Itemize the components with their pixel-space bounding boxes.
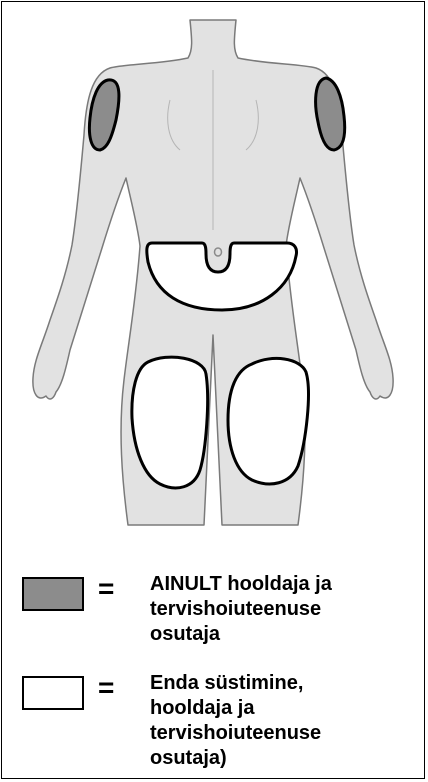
self-and-caregiver-swatch bbox=[22, 676, 84, 710]
legend-caregiver-only: = AINULT hooldaja ja tervishoiuteenuse o… bbox=[0, 560, 428, 650]
caregiver-only-swatch bbox=[22, 577, 84, 611]
body-diagram bbox=[0, 0, 428, 560]
equals-symbol: = bbox=[98, 575, 114, 603]
right-thigh-zone bbox=[228, 358, 308, 483]
left-thigh-zone bbox=[132, 357, 208, 488]
equals-symbol: = bbox=[98, 674, 114, 702]
legend-self-and-caregiver: = Enda süstimine, hooldaja ja tervishoiu… bbox=[0, 660, 428, 780]
caregiver-only-label: AINULT hooldaja ja tervishoiuteenuse osu… bbox=[150, 572, 405, 647]
self-and-caregiver-label: Enda süstimine, hooldaja ja tervishoiute… bbox=[150, 671, 405, 771]
